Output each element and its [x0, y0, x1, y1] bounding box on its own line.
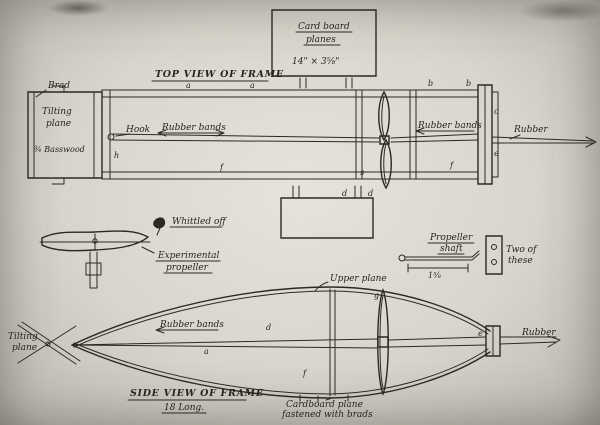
- upper-plane-label: Upper plane: [330, 274, 387, 284]
- propeller-blank: [39, 230, 151, 289]
- top-view-of-frame: TOP VIEW OF FRAME Tilting plane ¾ Basswo…: [27, 69, 597, 199]
- experimental-propeller-label: Experimental propeller: [141, 246, 221, 274]
- shaft-wire: [404, 250, 480, 261]
- brad-leader-line: [35, 89, 47, 98]
- experimental-label-1: Experimental: [157, 251, 220, 261]
- top-frame-rails: [101, 77, 499, 199]
- part-letter: f: [449, 161, 455, 170]
- experimental-label-2: propeller: [166, 263, 209, 273]
- side-frame-rails: [71, 286, 491, 403]
- brad-label: Brad: [47, 81, 70, 91]
- rubber-exit-lines: [499, 335, 561, 348]
- cardboard-plane-note-2: fastened with brads: [281, 410, 373, 420]
- part-letter: e: [478, 329, 483, 338]
- part-letter: g: [374, 291, 379, 300]
- experimental-leader-line: [141, 246, 155, 254]
- cardboard-note-line2: planes: [306, 35, 336, 45]
- cardboard-note-dimension: 14" × 3⅝": [292, 57, 339, 67]
- rubber-bands-left-arrow: [157, 129, 225, 137]
- part-letter: c: [494, 107, 499, 116]
- shaft-dimension-line: [407, 263, 469, 273]
- propeller-shaft-detail: Propeller shaft 1⅝ Two of these: [398, 233, 538, 280]
- two-of-these-label-2: these: [508, 256, 533, 266]
- rubber-bands-left-label: Rubber bands: [161, 123, 226, 133]
- part-letter: f: [302, 369, 308, 378]
- part-letter: d: [368, 189, 373, 198]
- part-letter: a: [186, 81, 191, 90]
- rubber-label-side: Rubber: [521, 328, 556, 338]
- part-letter: a: [250, 81, 255, 90]
- mid-strut: [329, 288, 336, 397]
- propeller-blade-upper: [378, 90, 390, 142]
- propeller-hub-side: [377, 336, 389, 348]
- hook-label: Hook: [125, 125, 150, 135]
- rubber-leader-top: [509, 134, 521, 140]
- cardboard-note-box: [271, 9, 377, 77]
- part-letter: d: [342, 189, 347, 198]
- upper-plane-leader: [314, 281, 329, 292]
- part-letter: f: [219, 163, 225, 172]
- tilting-plane-box: Tilting plane ¾ Basswood: [27, 85, 103, 185]
- cardboard-note-leader: [325, 397, 333, 401]
- whittled-off-callout: Whittled off: [153, 217, 227, 236]
- blank-outline: [41, 230, 150, 252]
- blank-post: [85, 251, 102, 289]
- tilting-plane-side-label-1: Tilting: [8, 332, 38, 342]
- part-letter: a: [204, 347, 209, 356]
- top-view-part-letters: a a b b h f f e d d c s: [114, 79, 499, 198]
- part-letter: e: [494, 149, 499, 158]
- rubber-band-lines: [107, 133, 597, 148]
- cardboard-plane-rect: [280, 197, 374, 239]
- shaft-dimension: 1⅝: [428, 271, 441, 280]
- hook-leader-line: [115, 133, 131, 137]
- propeller-hub: [379, 135, 390, 145]
- propeller-side-view: [377, 288, 389, 396]
- blank-center-hole: [92, 238, 98, 244]
- propeller-blade-lower: [380, 138, 392, 190]
- bearing-hole: [491, 244, 497, 250]
- cardboard-planes-note: Card board planes 14" × 3⅝": [271, 9, 377, 77]
- hook-loop: [107, 133, 115, 141]
- bearing-plate: [485, 235, 503, 275]
- prop-shaft-label-1: Propeller: [429, 233, 473, 243]
- part-letter: h: [114, 151, 119, 160]
- rubber-bands-right-arrow: [415, 127, 475, 135]
- whittled-off-label: Whittled off: [172, 217, 227, 227]
- tilting-plane-side: Tilting plane: [8, 321, 81, 365]
- part-letter: b: [466, 79, 471, 88]
- side-view-title: SIDE VIEW OF FRAME: [130, 388, 264, 399]
- rubber-arrowhead: [585, 136, 597, 148]
- top-view-title: TOP VIEW OF FRAME: [155, 69, 284, 80]
- rear-bearing-block: [485, 325, 561, 357]
- part-letter: d: [266, 323, 271, 332]
- shaft-hook: [398, 254, 406, 262]
- two-of-these-label-1: Two of: [506, 245, 538, 255]
- tilting-plane-label-2: plane: [46, 119, 71, 129]
- rubber-bands-right-label: Rubber bands: [417, 121, 482, 131]
- side-view-length: 18 Long.: [164, 403, 204, 413]
- rubber-bands-side-label: Rubber bands: [159, 320, 224, 330]
- brad-ticks: [299, 394, 349, 403]
- bearing-hole: [491, 259, 497, 265]
- prop-shaft-label-2: shaft: [440, 244, 463, 254]
- tilting-plane-side-label-2: plane: [12, 343, 37, 353]
- side-view-of-frame: Tilting plane Rubber bands Upper plane: [8, 274, 561, 420]
- basswood-label: ¾ Basswood: [34, 145, 85, 154]
- propeller-top-view: [378, 90, 392, 190]
- side-rubber-band-lines: [71, 336, 487, 349]
- rubber-bands-side-arrow: [155, 326, 219, 334]
- pointer-hand-icon: [153, 217, 166, 229]
- cardboard-plane-note-1: Cardboard plane: [286, 400, 363, 410]
- tilting-plane-label-1: Tilting: [42, 107, 72, 117]
- side-view-part-letters: d f g e a: [204, 291, 483, 378]
- part-letter: b: [428, 79, 433, 88]
- rubber-label-top: Rubber: [513, 125, 548, 135]
- part-letter: s: [360, 168, 364, 177]
- cardboard-note-line1: Card board: [298, 22, 350, 32]
